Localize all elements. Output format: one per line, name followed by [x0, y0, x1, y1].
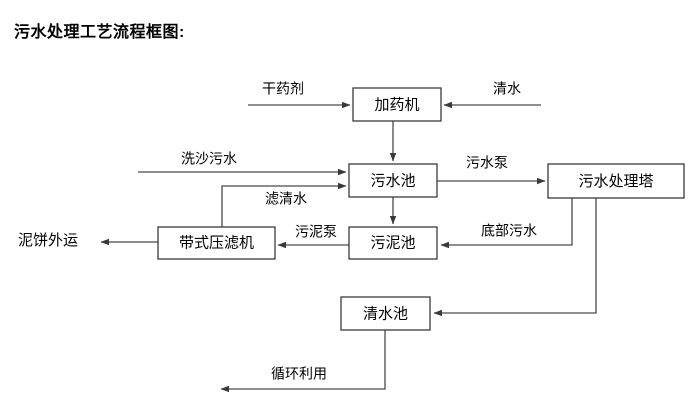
edge-clean-water: 清水	[443, 81, 541, 109]
edge-recycle: 循环利用	[220, 330, 386, 393]
page-title: 污水处理工艺流程框图:	[14, 24, 185, 41]
edge-label-sand-wash: 洗沙污水	[181, 151, 237, 167]
node-sludge-pool[interactable]: 污泥池	[348, 226, 438, 260]
node-label-clear-water-pool: 清水池	[363, 305, 408, 322]
edge-label-wastewater-pump: 污水泵	[466, 155, 508, 171]
edge-label-bottom-wastewater: 底部污水	[481, 223, 537, 239]
node-clear-water-pool[interactable]: 清水池	[340, 296, 431, 331]
node-belt-filter-press[interactable]: 带式压滤机	[157, 226, 276, 260]
edge-label-clean-water: 清水	[493, 81, 521, 97]
edge-bottom-wastewater: 底部污水	[440, 198, 573, 249]
edge-tower-to-clear-water	[433, 198, 597, 317]
edge-sludge-pump: 污泥泵	[277, 224, 349, 249]
edge-label-recycle: 循环利用	[271, 366, 327, 382]
node-label-dosing-machine: 加药机	[374, 96, 419, 113]
node-dosing-machine[interactable]: 加药机	[352, 87, 442, 122]
edge-label-sludge-pump: 污泥泵	[295, 224, 337, 240]
edge-label-dry-chemical: 干药剂	[262, 81, 304, 97]
node-label-sludge-pool: 污泥池	[370, 234, 415, 251]
node-label-wastewater-pool: 污水池	[370, 172, 415, 189]
node-label-treatment-tower: 污水处理塔	[578, 173, 653, 190]
edge-wastewater-pump: 污水泵	[437, 155, 546, 185]
terminal-label-mud-cake-output: 泥饼外运	[18, 232, 78, 249]
edge-label-filtrate: 滤清水	[265, 191, 307, 207]
edge-sand-wash: 洗沙污水	[138, 151, 347, 176]
node-wastewater-pool[interactable]: 污水池	[348, 163, 438, 198]
edge-dry-chemical: 干药剂	[248, 81, 351, 109]
node-label-belt-filter-press: 带式压滤机	[179, 234, 254, 251]
node-treatment-tower[interactable]: 污水处理塔	[547, 163, 685, 199]
edge-filtrate: 滤清水	[221, 182, 347, 227]
